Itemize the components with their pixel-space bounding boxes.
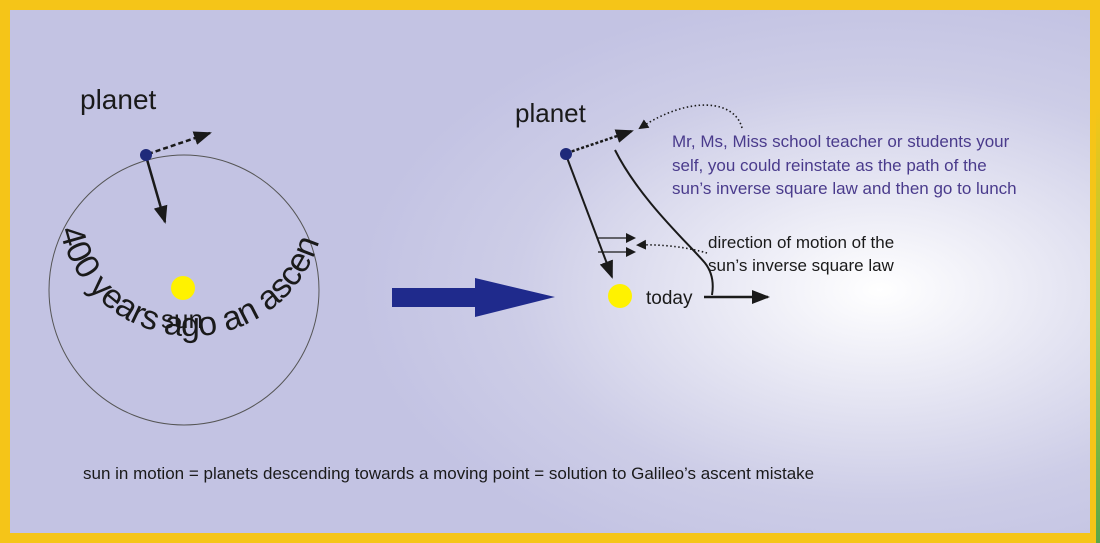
left-tangent-arrow — [147, 131, 212, 156]
direction-label-line-2: sun’s inverse square law — [708, 256, 895, 275]
left-planet-label: planet — [80, 84, 157, 115]
direction-label-line-1: direction of motion of the — [708, 233, 894, 252]
note-pointer-dotted — [638, 104, 743, 130]
note-text-line-1: Mr, Ms, Miss school teacher or students … — [672, 132, 1010, 151]
curved-path-line — [614, 149, 714, 296]
diagram-canvas — [10, 10, 1090, 533]
right-tangent-arrow — [566, 129, 634, 155]
left-descent-arrow — [144, 155, 168, 224]
left-sun-label: sun — [161, 304, 203, 334]
left-sun — [171, 276, 195, 300]
right-sun — [608, 284, 632, 308]
right-planet-dot — [560, 148, 572, 160]
bottom-caption: sun in motion = planets descending towar… — [83, 464, 814, 483]
today-label: today — [646, 288, 693, 309]
left-diagram: planet sun 400 years ago an ascent mista… — [0, 0, 327, 426]
right-edge-accent — [1096, 0, 1100, 543]
note-text-line-2: self, you could reinstate as the path of… — [672, 156, 987, 175]
orbit-circle — [48, 154, 320, 426]
direction-pointer-dotted — [636, 239, 708, 254]
big-transition-arrow — [392, 278, 555, 317]
right-descent-arrow — [565, 154, 613, 279]
right-diagram: planet today Mr, Ms, Miss school teacher… — [515, 98, 1017, 309]
left-planet-dot — [140, 149, 152, 161]
note-text-line-3: sun’s inverse square law and then go to … — [672, 179, 1017, 198]
right-planet-label: planet — [515, 98, 587, 128]
